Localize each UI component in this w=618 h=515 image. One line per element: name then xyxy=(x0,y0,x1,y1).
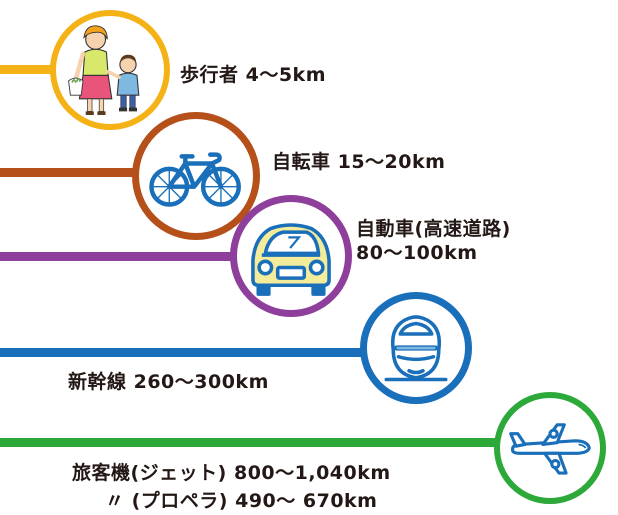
airplane-icon xyxy=(509,423,591,475)
car-icon xyxy=(251,223,331,296)
shinkansen-label: 新幹線 260〜300km xyxy=(68,371,269,393)
walker-circle xyxy=(50,10,170,130)
car-bar xyxy=(0,252,250,261)
bicycle-bar xyxy=(0,168,160,177)
car-label: 自動車(高速道路) 80〜100km xyxy=(356,217,511,266)
walker-bar xyxy=(0,65,70,74)
bicycle-icon xyxy=(149,152,241,207)
airplane-prop-label: 〃 (プロペラ) 490〜 670km xyxy=(105,490,378,512)
airplane-jet-label: 旅客機(ジェット) 800〜1,040km xyxy=(72,462,391,484)
car-label-line1: 自動車(高速道路) xyxy=(356,218,511,240)
shinkansen-bar xyxy=(0,348,385,357)
bicycle-label: 自転車 15〜20km xyxy=(272,151,446,173)
car-circle xyxy=(230,195,352,317)
car-label-line2: 80〜100km xyxy=(356,242,478,265)
shinkansen-circle xyxy=(360,292,472,404)
airplane-circle xyxy=(494,392,606,504)
airplane-bar xyxy=(0,438,525,447)
pedestrians-icon xyxy=(68,25,140,115)
bicycle-circle xyxy=(132,112,260,240)
bullet-train-icon xyxy=(384,315,448,382)
walker-label: 歩行者 4〜5km xyxy=(180,64,326,86)
